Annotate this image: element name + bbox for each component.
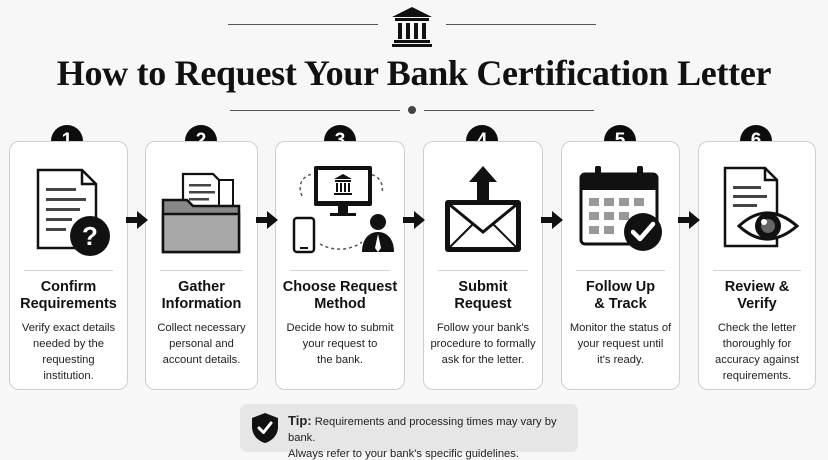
document-question-icon: ? [10, 160, 127, 270]
step-6-title: Review & Verify [724, 279, 790, 312]
arrow-right-icon [678, 211, 700, 229]
step-3-title: Choose Request Method [282, 279, 398, 312]
folder-documents-icon [146, 160, 257, 270]
step-6-card: Review & Verify Check the letter thoroug… [698, 141, 816, 390]
step-3-card: Choose Request Method Decide how to subm… [275, 141, 405, 390]
arrow-right-icon [256, 211, 278, 229]
step-4-card: Submit Request Follow your bank's proced… [423, 141, 543, 390]
arrow-right-icon [403, 211, 425, 229]
step-2-description: Collect necessary personal and account d… [157, 322, 246, 366]
title-rule-right [424, 110, 594, 111]
step-5-title: Follow Up & Track [585, 279, 656, 312]
step-1-description: Verify exact details needed by the reque… [21, 322, 116, 382]
step-3-description: Decide how to submit your request to the… [286, 322, 394, 366]
tip-box: Tip: Requirements and processing times m… [240, 404, 578, 460]
tip-label: Tip: [288, 413, 312, 428]
envelope-upload-icon [424, 160, 542, 270]
step-6-description: Check the letter thoroughly for accuracy… [715, 322, 799, 382]
header-rule-left [228, 24, 378, 25]
tip-line-1: Requirements and processing times may va… [288, 416, 557, 444]
title-rule-left [230, 110, 400, 111]
tip-text: Tip: Requirements and processing times m… [288, 413, 573, 460]
tip-line-2: Always refer to your bank's specific gui… [288, 448, 519, 460]
page-title: How to Request Your Bank Certification L… [56, 53, 772, 93]
bank-building-icon [389, 4, 435, 48]
step-4-title: Submit Request [454, 279, 512, 312]
step-2-card: Gather Information Collect necessary per… [145, 141, 258, 390]
step-4-divider [438, 270, 528, 271]
step-1-divider [24, 270, 113, 271]
calendar-check-icon [562, 160, 679, 270]
step-4-description: Follow your bank's procedure to formally… [430, 322, 536, 366]
request-channels-icon [276, 160, 404, 270]
step-1-title: Confirm Requirements [20, 279, 117, 312]
step-2-title: Gather Information [161, 279, 242, 312]
shield-check-icon [251, 412, 279, 444]
step-6-divider [713, 270, 801, 271]
title-rule-dot [408, 106, 416, 114]
step-1-card: ? Confirm Requirements Verify exact deta… [9, 141, 128, 390]
header-rule-right [446, 24, 596, 25]
arrow-right-icon [541, 211, 563, 229]
step-5-divider [576, 270, 665, 271]
arrow-right-icon [126, 211, 148, 229]
document-eye-icon [699, 160, 815, 270]
step-2-divider [160, 270, 243, 271]
svg-text:?: ? [82, 221, 98, 251]
step-5-card: Follow Up & Track Monitor the status of … [561, 141, 680, 390]
step-3-divider [290, 270, 390, 271]
step-5-description: Monitor the status of your request until… [569, 322, 672, 366]
